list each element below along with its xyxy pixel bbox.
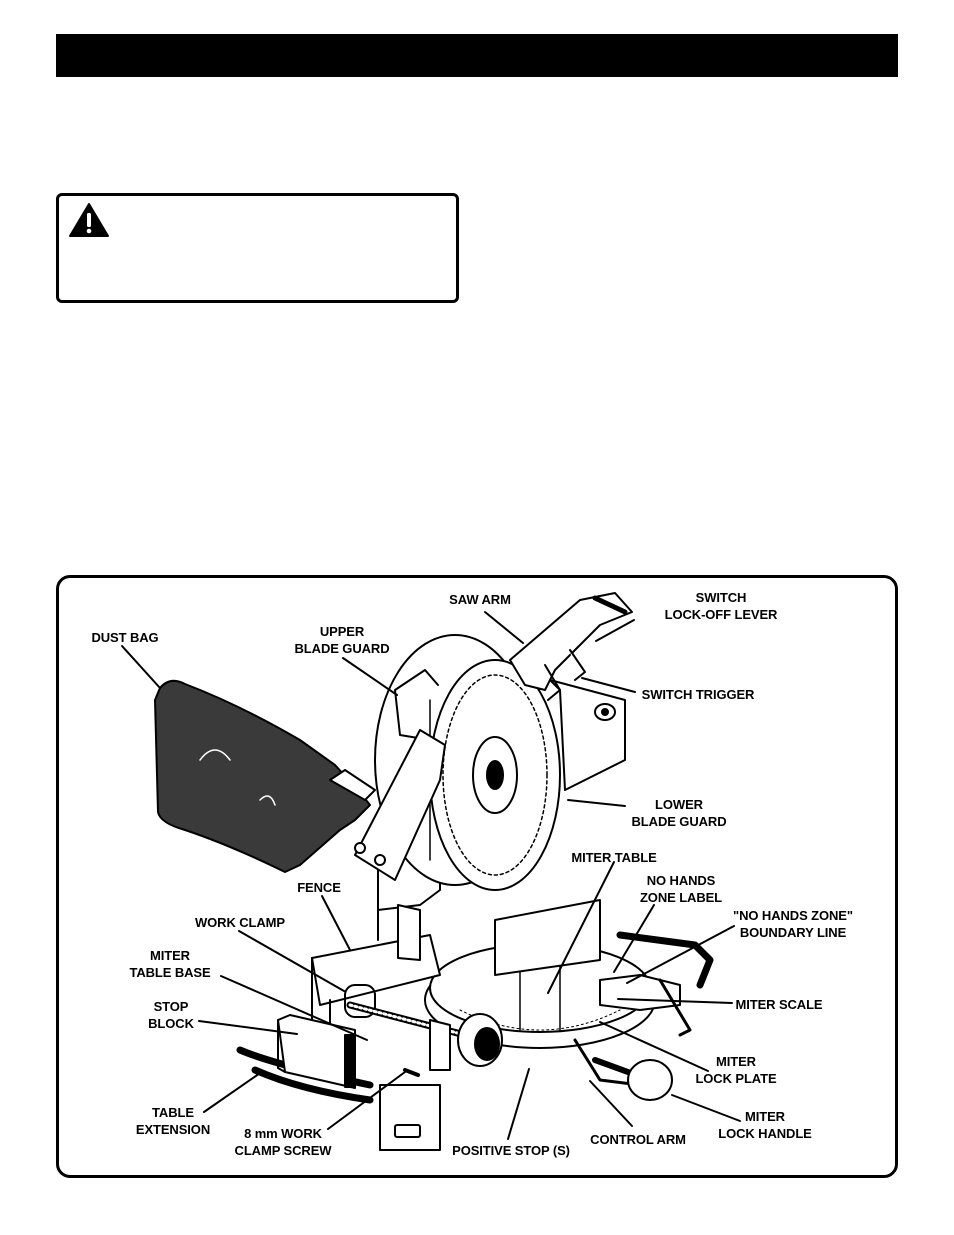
label-control-arm: CONTROL ARM: [590, 1132, 686, 1147]
dust-bag-drawing: [154, 679, 376, 873]
stop-block-drawing: [277, 1014, 356, 1089]
label-positive-stop: POSITIVE STOP (S): [452, 1143, 570, 1158]
label-miter-lock-plate: MITER LOCK PLATE: [695, 1054, 777, 1086]
label-saw-arm: SAW ARM: [449, 592, 511, 607]
label-switch-lock-off-lever: SWITCH LOCK-OFF LEVER: [664, 590, 778, 622]
label-miter-scale: MITER SCALE: [735, 997, 823, 1012]
header-bar: [56, 34, 898, 77]
label-dust-bag: DUST BAG: [91, 630, 159, 645]
label-fence: FENCE: [297, 880, 341, 895]
label-lower-blade-guard: LOWER BLADE GUARD: [631, 797, 727, 829]
label-upper-blade-guard: UPPER BLADE GUARD: [294, 624, 390, 656]
label-no-hands-zone-label: NO HANDS ZONE LABEL: [639, 873, 723, 905]
fence-drawing: [311, 899, 601, 1036]
label-table-extension: TABLE EXTENSION: [135, 1105, 211, 1137]
label-miter-table: MITER TABLE: [571, 850, 657, 865]
label-switch-trigger: SWITCH TRIGGER: [641, 687, 755, 702]
motor-housing-drawing: [549, 679, 626, 791]
warning-triangle-icon: [69, 203, 109, 237]
label-no-hands-zone-boundary: "NO HANDS ZONE" BOUNDARY LINE: [733, 908, 853, 940]
label-miter-lock-handle: MITER LOCK HANDLE: [718, 1109, 812, 1141]
label-stop-block: STOP BLOCK: [148, 999, 194, 1031]
saw-arm-drawing: [354, 592, 633, 881]
warning-box: [56, 193, 459, 303]
leader-lines: [121, 611, 741, 1140]
label-work-clamp-screw: 8 mm WORK CLAMP SCREW: [234, 1126, 332, 1158]
work-clamp-drawing: [346, 1001, 503, 1077]
label-work-clamp: WORK CLAMP: [195, 915, 285, 930]
label-miter-table-base: MITER TABLE BASE: [129, 948, 211, 980]
